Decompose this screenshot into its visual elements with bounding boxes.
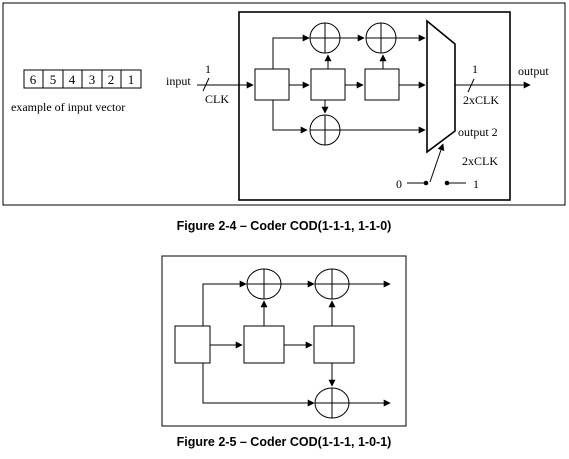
clk-label: CLK [205, 92, 229, 106]
xor-adder-2-bottom [314, 268, 350, 300]
input-vector-caption: example of input vector [11, 100, 125, 114]
mux-output-label: output 2 [458, 125, 498, 139]
xor-adder-3-bottom [314, 387, 350, 419]
switch-zero-label: 0 [396, 177, 402, 191]
figure-2-4: 6 5 4 3 2 1 example of input vector inpu… [2, 2, 566, 206]
coder-block-frame [238, 11, 511, 201]
figure-2-5 [161, 255, 407, 427]
register-1 [254, 68, 290, 101]
xor-adder-3 [309, 114, 341, 146]
input-label: input [166, 74, 191, 88]
input-width-label: 1 [205, 62, 211, 76]
switch-clk-label: 2xCLK [462, 154, 498, 168]
input-vector-cell-1: 6 [30, 72, 37, 87]
register-2 [310, 68, 346, 101]
output-width-label: 1 [472, 62, 478, 76]
register-3 [364, 68, 400, 101]
xor-adder-1 [309, 22, 341, 54]
input-vector-cell-4: 3 [89, 72, 96, 87]
figure-2-4-caption: Figure 2-4 – Coder COD(1-1-1, 1-1-0) [177, 219, 392, 233]
input-width-slash [202, 77, 210, 92]
switch-control-line [429, 143, 445, 183]
register-2-bottom [243, 325, 285, 364]
output-width-slash [467, 78, 475, 93]
input-vector: 6 5 4 3 2 1 [23, 69, 142, 89]
output-label: output [518, 64, 549, 78]
xor-adder-1-bottom [246, 268, 282, 300]
xor-adder-2 [365, 22, 397, 54]
figure-2-4-outer-frame [2, 2, 566, 206]
input-vector-cell-3: 4 [69, 72, 76, 87]
switch-one-label: 1 [473, 177, 479, 191]
input-vector-cell-2: 5 [50, 72, 57, 87]
output-clk-label: 2xCLK [463, 93, 499, 107]
figure-2-5-caption: Figure 2-5 – Coder COD(1-1-1, 1-0-1) [177, 435, 392, 449]
register-3-bottom [313, 325, 355, 364]
multiplexer [426, 19, 456, 154]
input-vector-cell-6: 1 [128, 72, 135, 87]
register-1-bottom [174, 325, 211, 364]
figure-2-5-frame [161, 255, 407, 427]
input-vector-cell-5: 2 [108, 72, 115, 87]
